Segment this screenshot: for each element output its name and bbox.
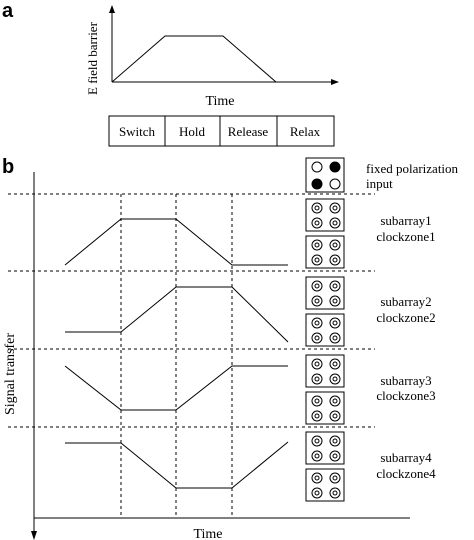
qca-dot-inner — [332, 475, 338, 481]
qca-dot-inner — [314, 257, 320, 263]
qca-dot-inner — [332, 320, 338, 326]
qca-dot-inner — [314, 335, 320, 341]
qca-dot-inner — [314, 283, 320, 289]
input-label-line2: input — [366, 176, 393, 191]
qca-dot-inner — [314, 205, 320, 211]
qca-dot-inner — [332, 335, 338, 341]
clockzone1-waveform — [64, 218, 288, 266]
zone2-label-line2: clockzone2 — [376, 310, 435, 325]
fixed-input-cell — [305, 157, 345, 193]
qca-dot-inner — [314, 475, 320, 481]
panel-a-x-label: Time — [205, 94, 234, 109]
qca-dot-inner — [332, 257, 338, 263]
clockzone4-waveform — [65, 441, 289, 489]
qca-dot-inner — [314, 438, 320, 444]
qca-dot-inner — [332, 490, 338, 496]
zone4-label-line1: subarray4 — [380, 450, 432, 465]
panel-b-x-label: Time — [193, 527, 222, 540]
filled-dot — [329, 161, 341, 173]
qca-dot-inner — [314, 490, 320, 496]
qca-dot-inner — [332, 398, 338, 404]
input-label-line1: fixed polarization — [366, 161, 459, 176]
phase-switch: Switch — [119, 124, 156, 139]
clock-waveforms — [64, 218, 289, 489]
zone3-label-line2: clockzone3 — [376, 388, 435, 403]
zone2-label-line1: subarray2 — [380, 294, 431, 309]
zone1-label-line1: subarray1 — [380, 213, 431, 228]
panel-a-letter: a — [2, 0, 14, 22]
zone4-label-line2: clockzone4 — [376, 466, 436, 481]
qca-dot-inner — [314, 220, 320, 226]
qca-dot-inner — [314, 361, 320, 367]
qca-dot-inner — [332, 283, 338, 289]
qca-dot-inner — [314, 453, 320, 459]
qca-cell-column — [305, 198, 345, 502]
qca-dot-inner — [314, 242, 320, 248]
qca-dot-inner — [314, 376, 320, 382]
panel-b-letter: b — [2, 156, 14, 178]
panel-a-y-arrow — [109, 5, 115, 13]
phase-table: Switch Hold Release Relax — [108, 115, 335, 147]
zone-separators — [8, 193, 375, 428]
phase-boundaries — [120, 194, 233, 518]
clockzone2-waveform — [65, 286, 289, 343]
qca-dot-inner — [332, 205, 338, 211]
panel-a-barrier-curve — [111, 35, 277, 83]
qca-dot-inner — [332, 438, 338, 444]
qca-dot-inner — [314, 320, 320, 326]
qca-dot-inner — [332, 376, 338, 382]
qca-dot-inner — [314, 398, 320, 404]
panel-b-y-label: Signal transfer — [3, 333, 18, 415]
empty-dot — [329, 178, 341, 190]
qca-dot-inner — [332, 361, 338, 367]
phase-table-frame — [108, 115, 335, 147]
phase-hold: Hold — [179, 124, 206, 139]
panel-b-axes — [31, 172, 410, 540]
phase-relax: Relax — [290, 124, 321, 139]
phase-release: Release — [228, 124, 269, 139]
zone3-label-line1: subarray3 — [380, 373, 431, 388]
empty-dot — [311, 161, 323, 173]
qca-dot-inner — [314, 298, 320, 304]
qca-dot-inner — [332, 298, 338, 304]
panel-b-y-arrow — [31, 531, 37, 540]
panel-a-axes — [109, 5, 339, 85]
qca-dot-inner — [314, 413, 320, 419]
qca-dot-inner — [332, 453, 338, 459]
qca-dot-inner — [332, 413, 338, 419]
filled-dot — [311, 178, 323, 190]
zone1-label-line2: clockzone1 — [376, 229, 435, 244]
qca-dot-inner — [332, 242, 338, 248]
panel-a-y-label: E field barrier — [85, 21, 100, 95]
panel-a-x-arrow — [331, 79, 339, 85]
clockzone3-waveform — [64, 365, 288, 411]
qca-dot-inner — [332, 220, 338, 226]
